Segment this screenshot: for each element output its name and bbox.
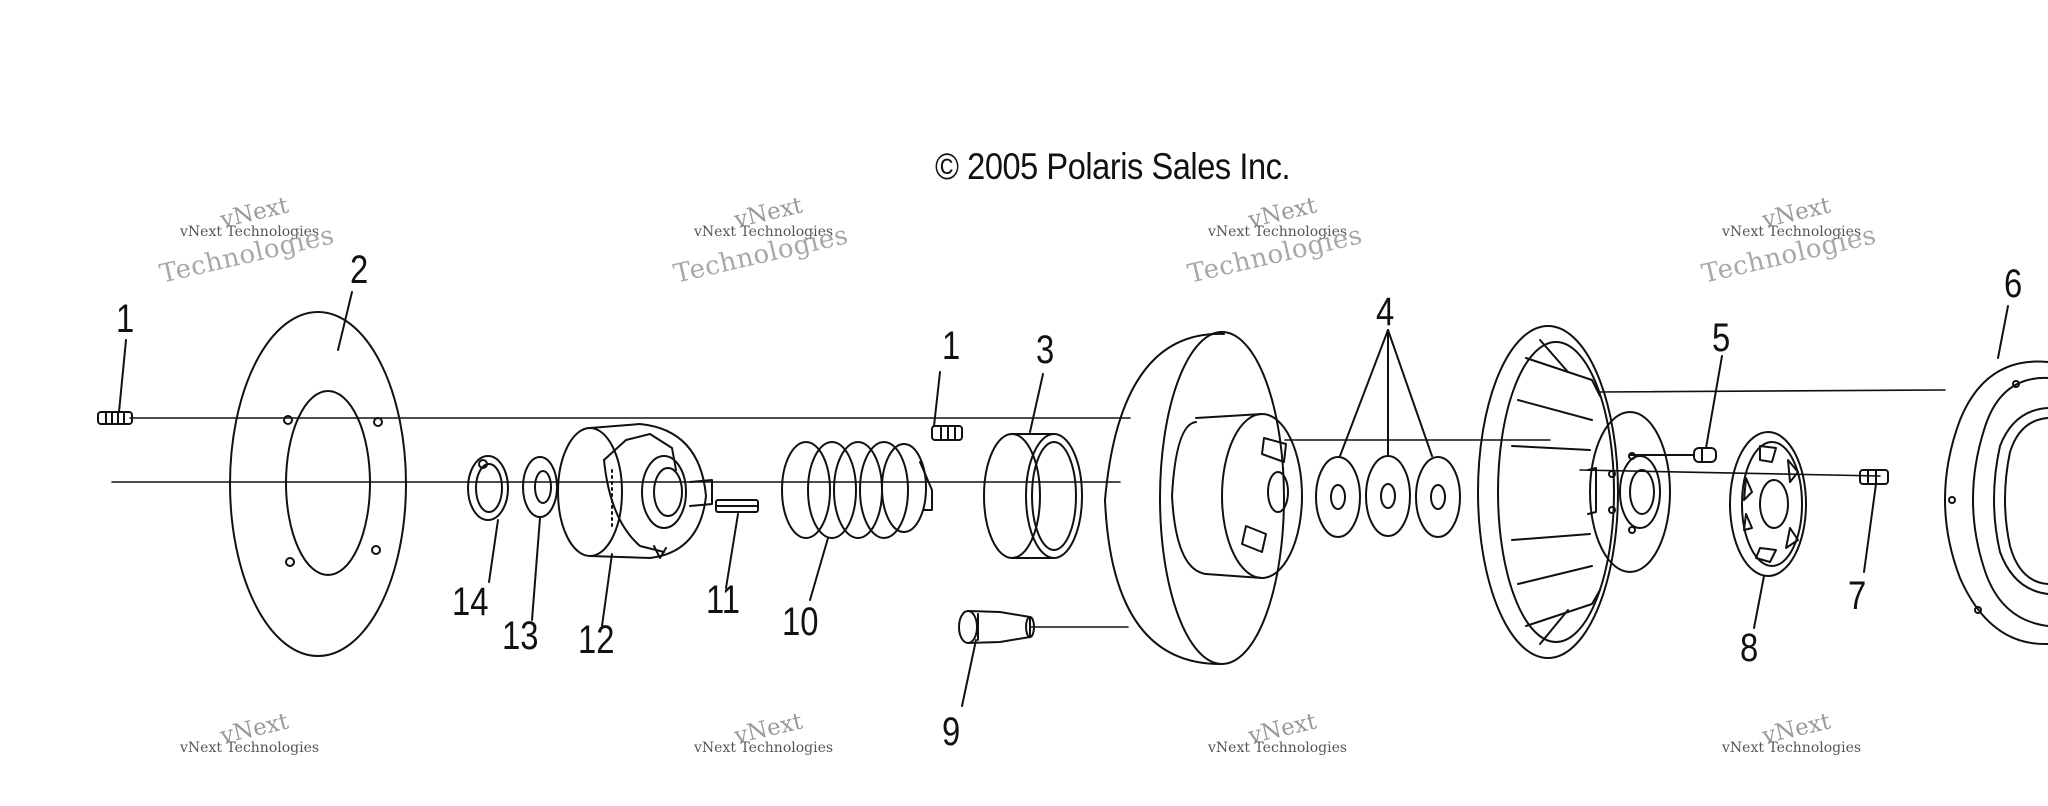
axis-lines: [112, 390, 1945, 627]
callout-3: 3: [1036, 328, 1055, 372]
callout-12: 12: [578, 618, 615, 662]
callout-1-middle: 1: [942, 324, 961, 368]
bolt-part-1-left: [98, 412, 132, 424]
spider-part-8: [1730, 432, 1806, 576]
bolt-part-1-middle: [932, 426, 962, 440]
callout-9: 9: [942, 710, 961, 754]
moveable-sheave: [1478, 326, 1670, 658]
spring-part-10: [782, 442, 932, 538]
snap-ring-part-14: [468, 456, 508, 520]
helix-cam-part-12: [558, 424, 712, 558]
callout-5: 5: [1712, 316, 1731, 360]
callout-11: 11: [706, 578, 741, 622]
key-part-11: [716, 500, 758, 512]
washer-part-13: [523, 457, 557, 517]
callout-10: 10: [782, 600, 819, 644]
bushing-ring-part-3: [984, 434, 1082, 558]
callout-4: 4: [1376, 290, 1395, 334]
bolt-part-7: [1860, 470, 1888, 484]
bushing-part-5: [1630, 448, 1716, 462]
cover-part-6: [1945, 361, 2048, 644]
callout-7: 7: [1848, 574, 1867, 618]
copyright-text: © 2005 Polaris Sales Inc.: [935, 146, 1291, 187]
callout-8: 8: [1740, 626, 1759, 670]
callout-2: 2: [350, 248, 369, 292]
callout-13: 13: [502, 614, 539, 658]
washers-part-4: [1316, 456, 1460, 537]
callout-1-left: 1: [116, 297, 135, 341]
exploded-view-drawing: [0, 0, 2048, 768]
leader-lines: [119, 292, 2008, 706]
pin-part-9: [959, 611, 1034, 643]
callout-6: 6: [2004, 262, 2023, 306]
callout-14: 14: [452, 580, 489, 624]
cover-plate-part-2: [230, 312, 406, 656]
sheave-half: [1105, 332, 1302, 664]
